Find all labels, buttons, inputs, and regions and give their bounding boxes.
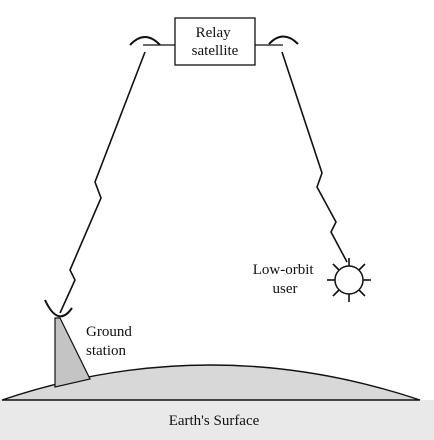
downlink-signal-right bbox=[281, 51, 348, 263]
ground-station-label: Ground station bbox=[86, 324, 136, 359]
satellite-dish-right bbox=[268, 35, 299, 45]
low-orbit-user-label: Low-orbit user bbox=[253, 262, 318, 297]
earth-surface-caption: Earth's Surface bbox=[169, 413, 260, 429]
ground-station-tower bbox=[54, 317, 91, 388]
relay-satellite-label: Relay satellite bbox=[192, 25, 239, 59]
ground-station-dish bbox=[44, 299, 73, 318]
uplink-signal-left bbox=[59, 51, 146, 314]
surface-band bbox=[0, 400, 434, 440]
satellite-dish-left bbox=[129, 36, 161, 46]
low-orbit-user-icon bbox=[327, 258, 371, 302]
relay-satellite-box bbox=[174, 17, 256, 66]
